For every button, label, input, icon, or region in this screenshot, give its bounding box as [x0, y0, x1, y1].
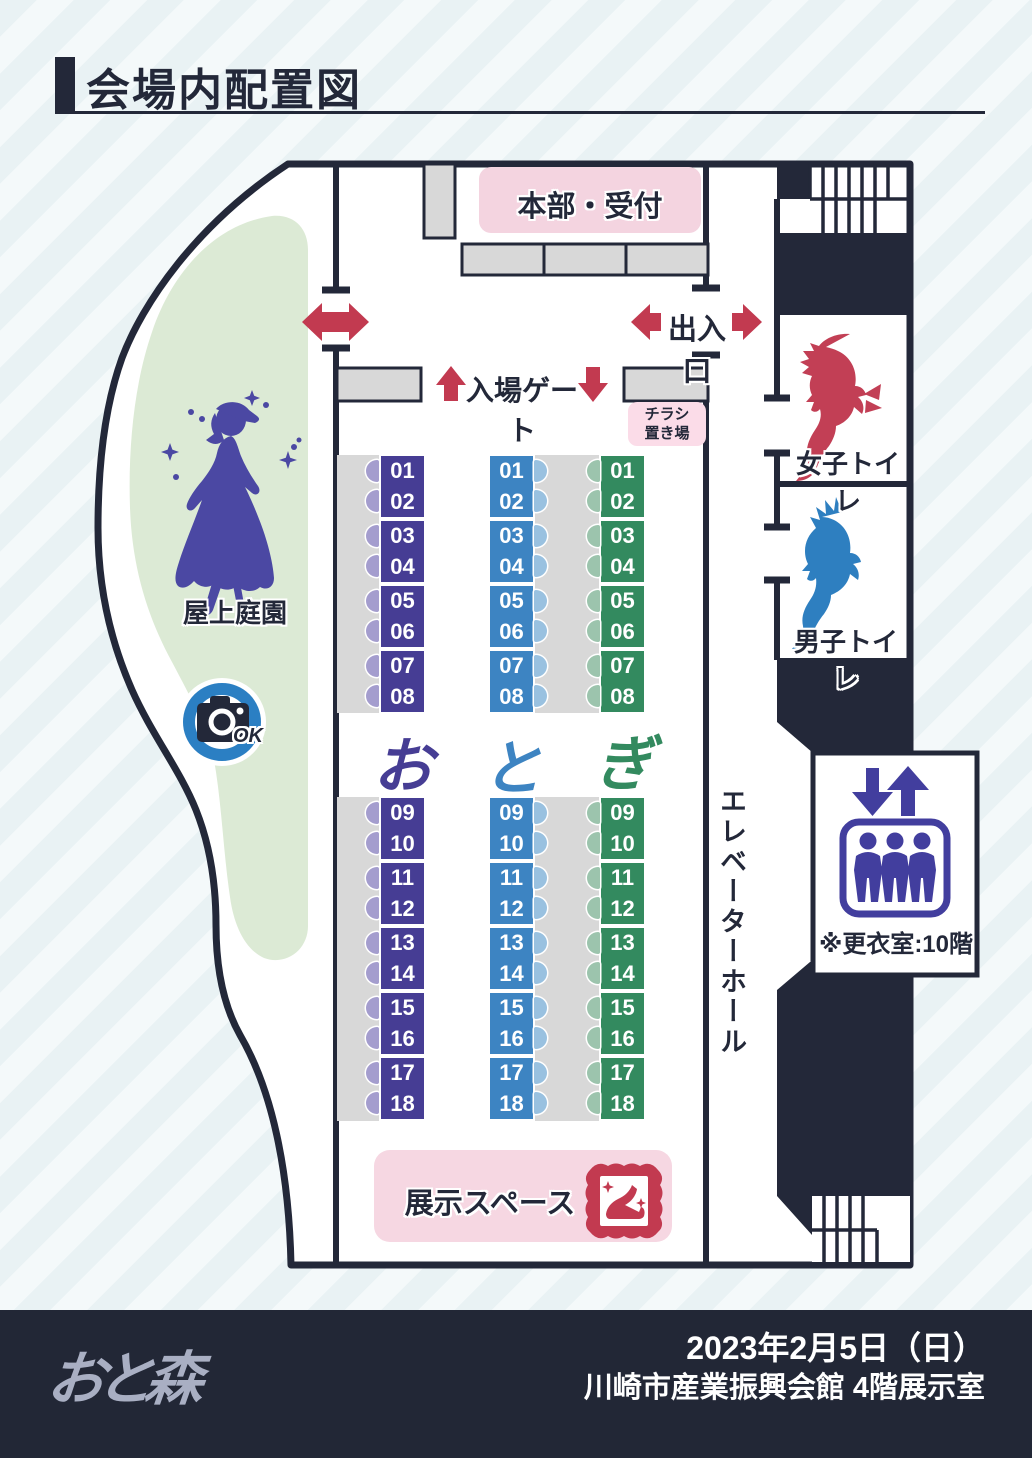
- gate-arrow-down-icon: [578, 367, 608, 402]
- rooftop-garden-label: 屋上庭園: [182, 598, 287, 628]
- exhibition-frame-icon: [585, 1163, 663, 1239]
- stairs-bottom: [812, 1196, 910, 1262]
- event-logo: おと森: [43, 1345, 199, 1413]
- event-venue: 川崎市産業振興会館 4階展示室: [583, 1371, 985, 1404]
- wall-block-top: [777, 233, 910, 315]
- stairs-top: [777, 164, 907, 233]
- womens-toilet-label: 女子トイレ: [795, 449, 900, 516]
- flyer-area-label: チラシ 置き場: [644, 406, 690, 442]
- double-arrow-icon: [302, 303, 369, 341]
- footer-info: 2023年2月5日（日） 川崎市産業振興会館 4階展示室: [584, 1328, 985, 1407]
- entrance-exit-label: 出入口: [667, 314, 726, 388]
- title-accent-bar: [55, 57, 75, 113]
- reception-side-table: [422, 162, 457, 240]
- gate-table-left: [335, 366, 423, 403]
- footer: [0, 1310, 1032, 1458]
- reception-tables: [460, 242, 710, 277]
- elevator-hall-label: エレベーターホール: [716, 787, 746, 1057]
- entrance-gate-label: 入場ゲート: [466, 375, 579, 446]
- mens-toilet-label: 男子トイレ: [793, 627, 898, 694]
- event-date: 2023年2月5日（日）: [686, 1330, 985, 1366]
- gate-arrow-up-icon: [436, 366, 466, 401]
- reception-box: [479, 167, 701, 233]
- exhibition-space-label: 展示スペース: [404, 1188, 576, 1220]
- male-silhouette-icon: [792, 497, 861, 649]
- exit-arrow-left-icon: [631, 304, 661, 340]
- female-silhouette-icon: [796, 333, 882, 481]
- page-title: 会場内配置図: [86, 66, 362, 115]
- elevator-icon: [810, 750, 980, 978]
- wall-block-elevator-lower: [777, 962, 910, 1235]
- exit-arrow-right-icon: [732, 304, 762, 340]
- gate-table-right: [622, 366, 710, 403]
- changing-room-note: ※更衣室:10階: [818, 931, 974, 958]
- flyer-box: [628, 402, 706, 446]
- reception-label: 本部・受付: [517, 191, 663, 223]
- title-underline: [55, 111, 985, 114]
- princess-silhouette-icon: [161, 390, 302, 617]
- photo-ok-label: OK: [233, 725, 263, 747]
- camera-ok-icon: [178, 678, 266, 766]
- arrows: [302, 303, 762, 402]
